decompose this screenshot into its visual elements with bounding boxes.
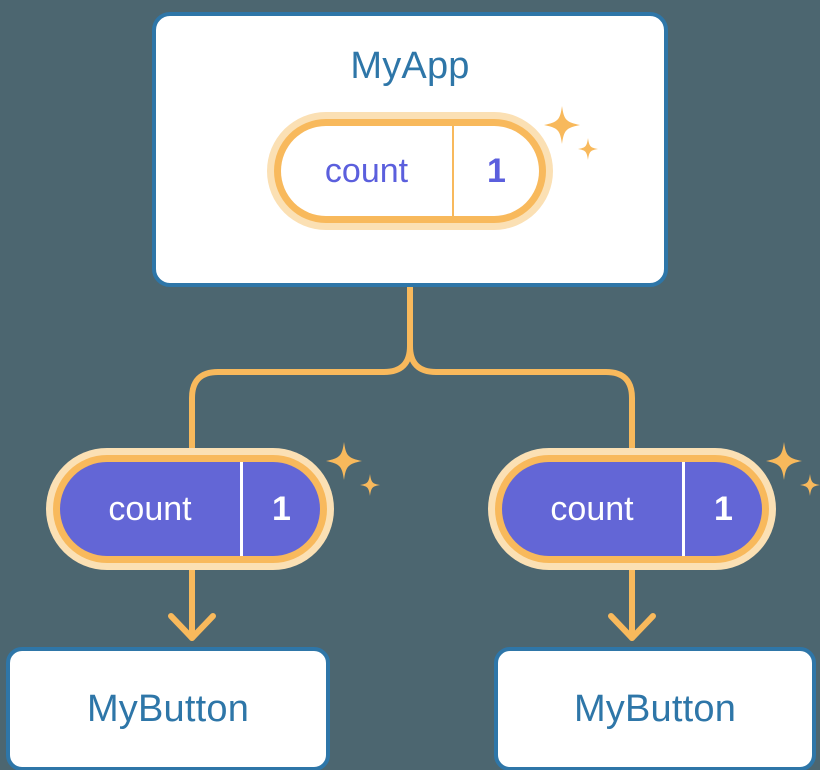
state-key-label: count xyxy=(324,152,409,190)
component-card-mybutton-left[interactable]: MyButton xyxy=(6,647,330,770)
page-title: MyApp xyxy=(350,45,470,87)
state-pill-ring: count 1 xyxy=(495,455,769,563)
state-value-label: 1 xyxy=(452,126,539,216)
state-pill-body: count 1 xyxy=(502,462,762,556)
state-pill-child-right[interactable]: count 1 xyxy=(488,448,776,570)
branch-connector xyxy=(407,284,635,451)
arrow-down-icon xyxy=(608,567,656,641)
component-title: MyButton xyxy=(86,688,250,730)
state-value-label: 1 xyxy=(682,462,762,556)
state-pill-ring: count 1 xyxy=(274,119,546,223)
state-key-label: count xyxy=(550,490,634,528)
state-pill-body: count 1 xyxy=(281,126,539,216)
state-key-label: count xyxy=(108,490,192,528)
component-title: MyButton xyxy=(573,688,737,730)
arrow-down-icon xyxy=(168,567,216,641)
state-pill-ring: count 1 xyxy=(53,455,327,563)
state-pill-child-left[interactable]: count 1 xyxy=(46,448,334,570)
state-pill-myapp[interactable]: count 1 xyxy=(267,112,553,230)
component-card-mybutton-right[interactable]: MyButton xyxy=(494,647,816,770)
state-value-label: 1 xyxy=(240,462,320,556)
branch-connector xyxy=(189,284,413,451)
state-pill-body: count 1 xyxy=(60,462,320,556)
